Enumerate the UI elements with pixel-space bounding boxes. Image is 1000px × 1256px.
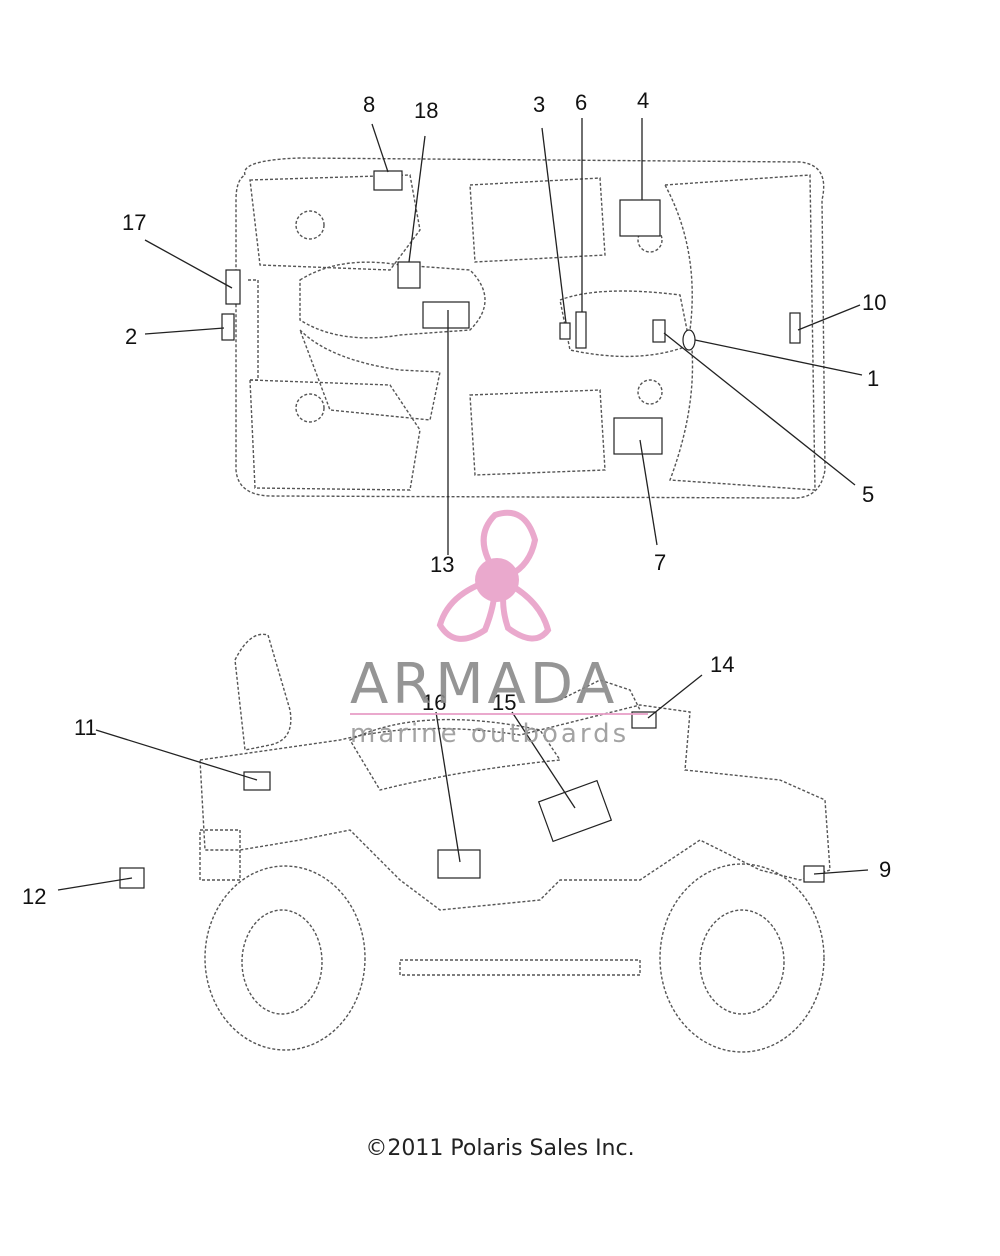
decal-2 [221,313,235,341]
callout-1: 1 [867,366,879,391]
watermark-tagline: marine outboards [350,719,629,749]
decal-15 [537,779,613,843]
copyright-notice: ©2011 Polaris Sales Inc. [365,1136,635,1161]
atv-top-view [221,157,826,499]
callout-6: 6 [575,90,587,115]
callout-14: 14 [710,652,734,677]
callout-12: 12 [22,884,46,909]
callout-2: 2 [125,324,137,349]
decal-8 [373,170,403,191]
decal-1 [682,329,696,351]
callout-labels: 1 2 3 4 5 6 7 8 9 10 11 12 13 14 15 16 1… [22,88,891,909]
callout-4: 4 [637,88,649,113]
callout-5: 5 [862,482,874,507]
decal-13 [422,301,470,329]
callout-9: 9 [879,857,891,882]
decal-11 [243,771,271,791]
decal-4 [619,199,661,237]
decal-6 [575,311,587,349]
callout-7: 7 [654,550,666,575]
leader-lines [57,118,869,891]
callout-3: 3 [533,92,545,117]
decal-10 [789,312,801,344]
callout-17: 17 [122,210,146,235]
callout-13: 13 [430,552,454,577]
decal-5 [652,319,666,343]
decal-3 [559,322,571,340]
callout-16: 16 [422,690,446,715]
callout-11: 11 [74,715,97,740]
armada-propeller-logo [436,509,552,642]
armada-watermark: ARMADA marine outboards [350,509,648,749]
callout-10: 10 [862,290,886,315]
atv-side-view [119,633,831,1053]
decal-18 [397,261,421,289]
decal-7 [613,417,663,455]
callout-18: 18 [414,98,438,123]
callout-8: 8 [363,92,375,117]
decal-17 [225,269,241,305]
callout-15: 15 [492,690,516,715]
watermark-brand: ARMADA [350,652,618,717]
